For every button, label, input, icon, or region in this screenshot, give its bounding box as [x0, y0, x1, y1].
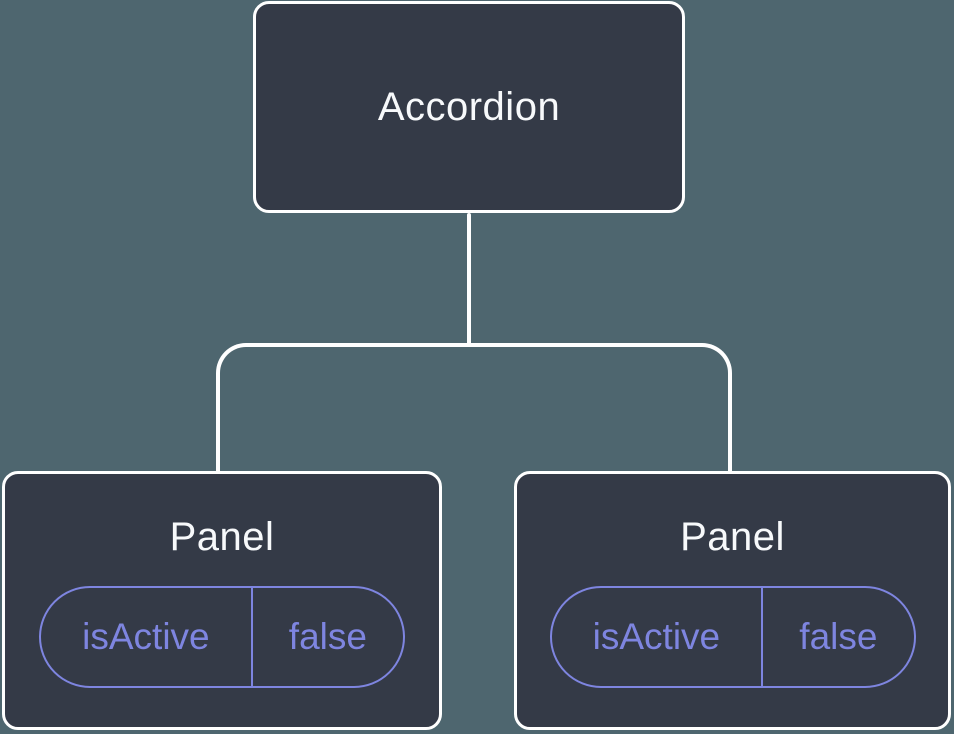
- state-value: false: [799, 616, 878, 657]
- connector-bracket: [216, 343, 732, 474]
- state-value: false: [288, 616, 367, 657]
- state-key: isActive: [552, 588, 764, 686]
- accordion-node-label: Accordion: [377, 84, 561, 129]
- tree-node-panel-2: Panel isActive false: [514, 471, 951, 730]
- state-key: isActive: [41, 588, 253, 686]
- panel-node-label: Panel: [169, 515, 275, 559]
- state-pill: isActive false: [549, 586, 916, 688]
- panel-node-label: Panel: [680, 515, 785, 559]
- connector-stem: [467, 213, 471, 347]
- state-pill: isActive false: [39, 586, 405, 688]
- tree-node-panel-1: Panel isActive false: [2, 471, 442, 730]
- tree-node-accordion: Accordion: [253, 1, 685, 213]
